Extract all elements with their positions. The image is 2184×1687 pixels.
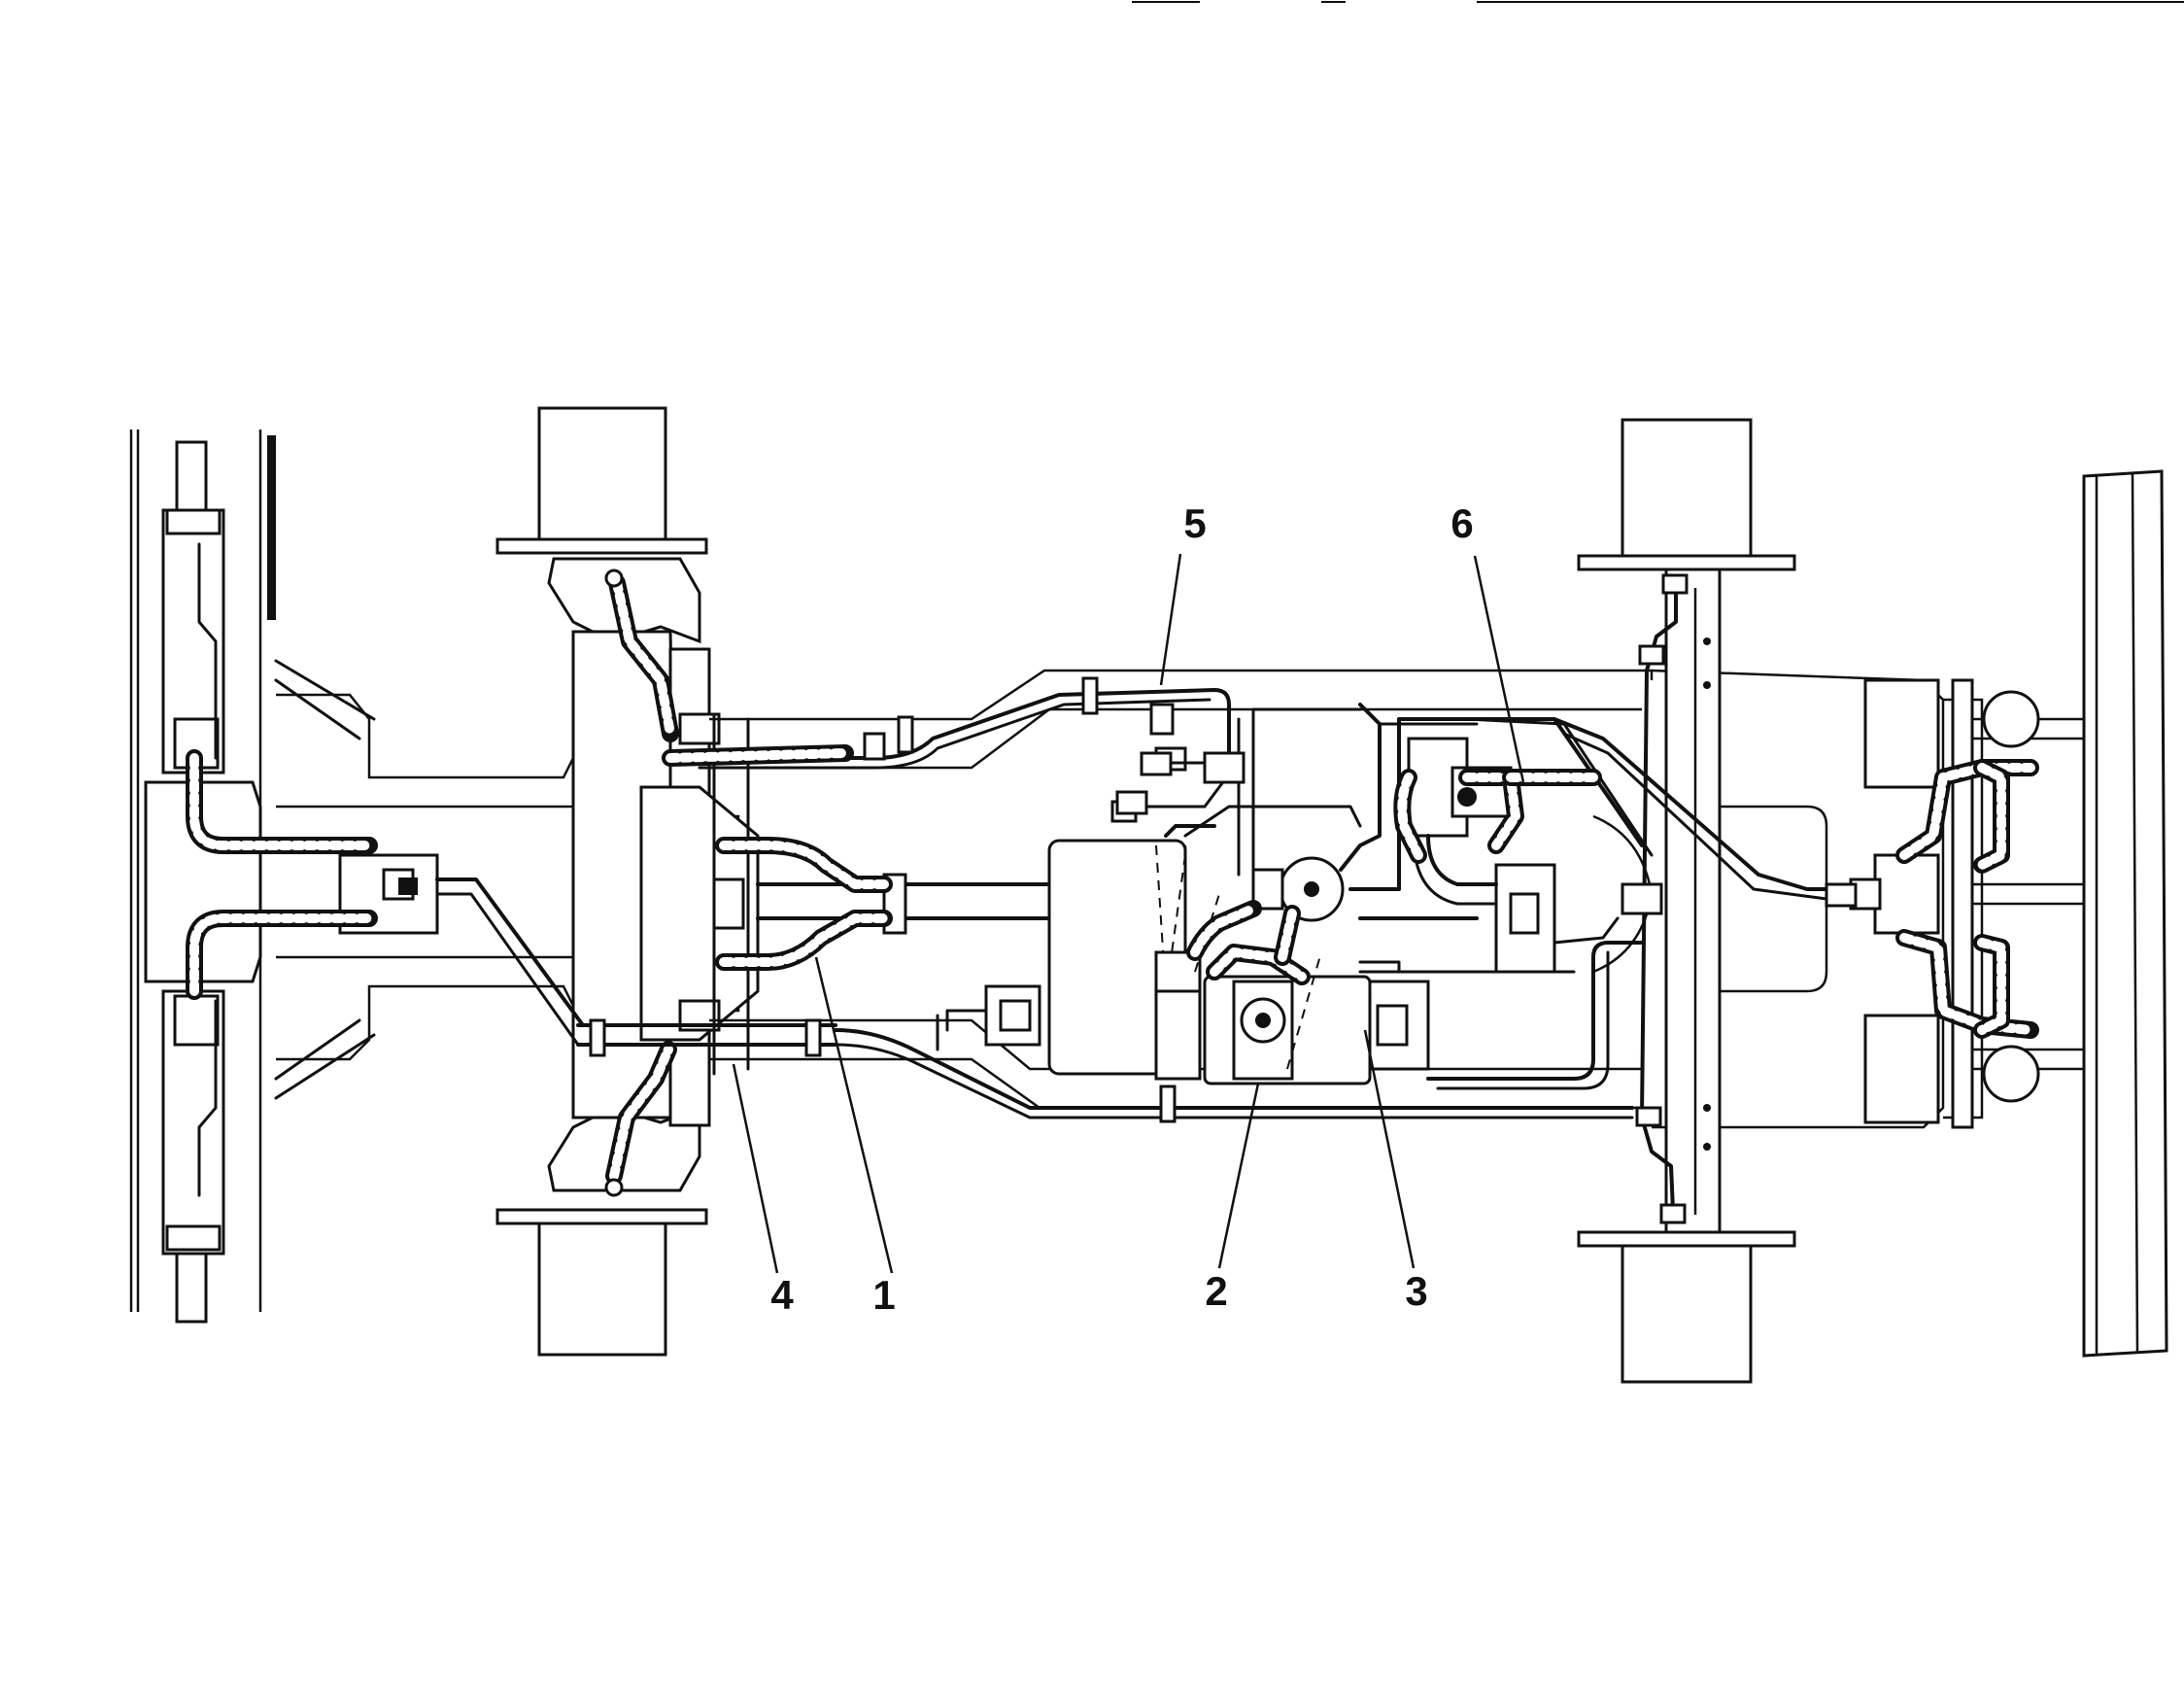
rear-axle (1553, 418, 1828, 1384)
chassis-pipes (435, 688, 1634, 1119)
front-steering-hoses (604, 568, 679, 1197)
leader-lines (732, 553, 1525, 1274)
pump-assembly (936, 856, 1430, 1085)
callout-labels: 5 6 4 1 2 3 (770, 500, 1473, 1318)
valve-hoses (1393, 769, 1602, 864)
callout-6: 6 (1450, 500, 1473, 546)
callout-4: 4 (770, 1272, 794, 1318)
callout-5: 5 (1183, 500, 1206, 546)
pump-hoses (1164, 824, 1311, 985)
callout-1: 1 (872, 1272, 895, 1318)
callout-2: 2 (1205, 1268, 1227, 1314)
left-end-frame (129, 430, 276, 1324)
right-ripper-hoses (1895, 759, 2039, 1039)
front-pump-hoses (662, 744, 893, 971)
front-axle (495, 406, 760, 1357)
right-end-frame (1825, 469, 2168, 1358)
pump-pipes (1115, 703, 1644, 1090)
callout-3: 3 (1405, 1268, 1427, 1314)
left-blade-hoses (186, 749, 378, 1000)
